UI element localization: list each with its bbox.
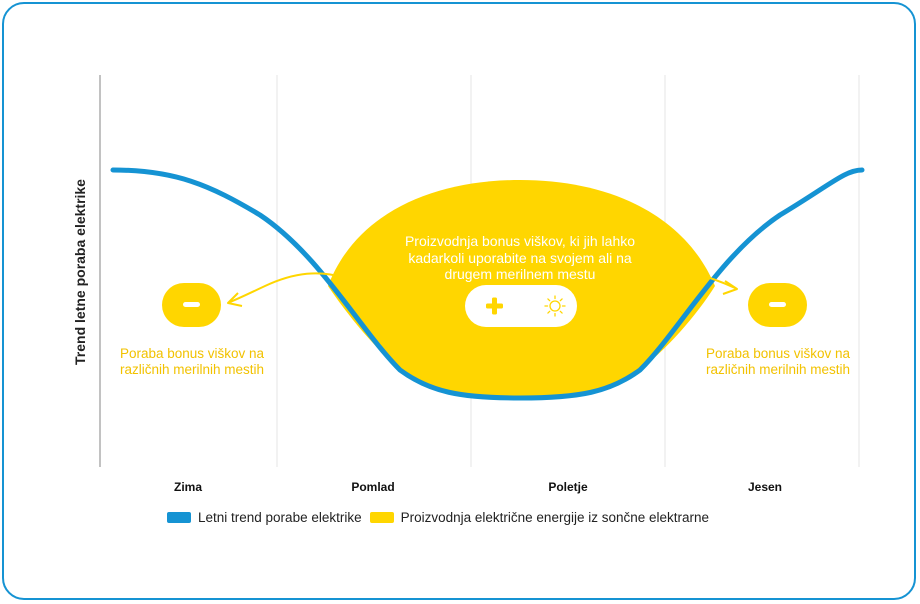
season-label-autumn: Jesen (747, 480, 783, 494)
center-production-label: Proizvodnja bonus viškov, ki jih lahko k… (404, 233, 636, 282)
legend-item-consumption: Letni trend porabe elektrike (167, 510, 362, 525)
right-arrow (689, 271, 736, 289)
right-arrowhead (722, 280, 738, 295)
right-consumption-label: Poraba bonus viškov na različnih merilni… (705, 346, 851, 377)
minus-icon (183, 302, 200, 307)
consumption-trend-curve (110, 167, 865, 401)
sun-icon (544, 295, 566, 317)
plus-icon (486, 297, 503, 315)
legend: Letni trend porabe elektrike Proizvodnja… (167, 510, 709, 525)
left-minus-badge (162, 283, 221, 327)
right-minus-badge (748, 283, 807, 327)
legend-item-production: Proizvodnja električne energije iz sončn… (369, 510, 710, 525)
legend-label-production: Proizvodnja električne energije iz sončn… (400, 510, 710, 525)
season-label-summer: Poletje (548, 480, 588, 494)
legend-swatch-consumption (167, 512, 191, 523)
legend-label-consumption: Letni trend porabe elektrike (198, 510, 362, 525)
minus-icon (769, 302, 786, 307)
left-consumption-label: Poraba bonus viškov na različnih merilni… (119, 346, 265, 377)
left-arrow (229, 272, 346, 303)
season-label-winter: Zima (173, 480, 203, 494)
left-arrowhead (227, 292, 243, 307)
season-label-spring: Pomlad (351, 480, 395, 494)
y-axis-label: Trend letne poraba elektrike (72, 179, 88, 365)
legend-swatch-production (369, 512, 394, 523)
center-pill (465, 285, 577, 327)
